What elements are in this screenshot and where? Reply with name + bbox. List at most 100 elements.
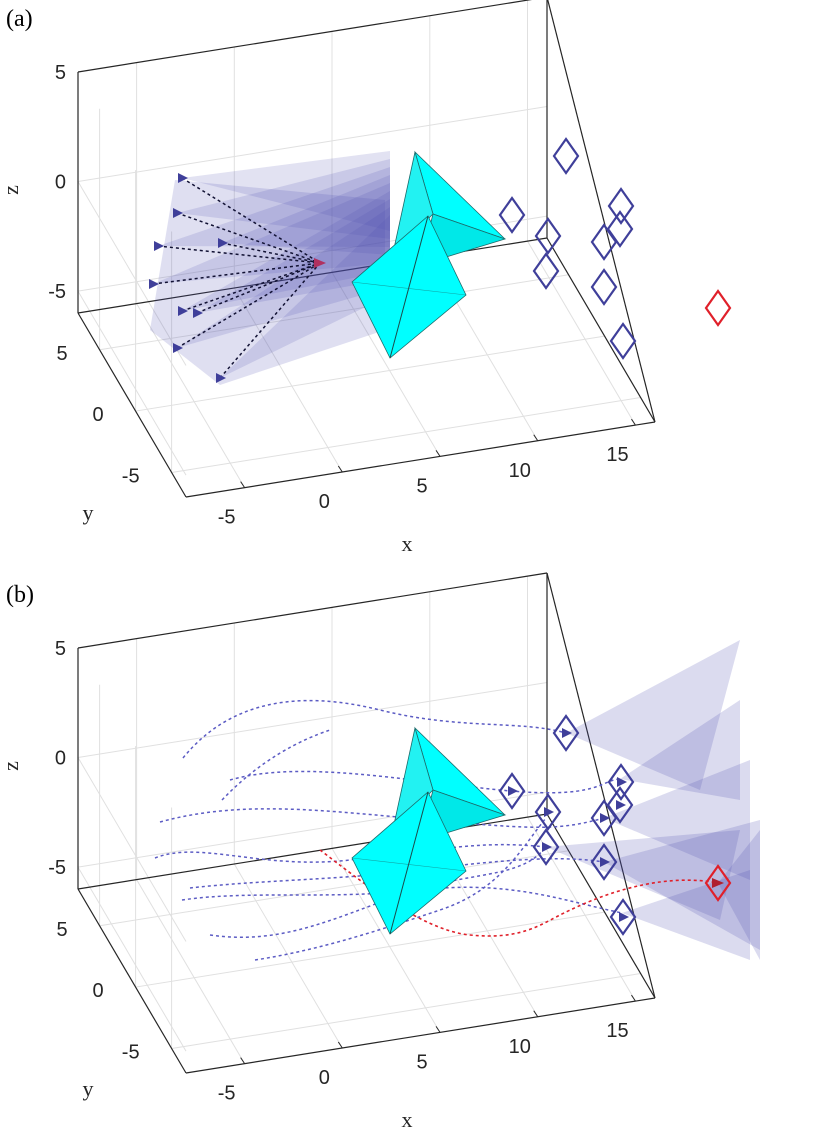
- pursuer-marker: [149, 279, 159, 289]
- visibility-cone: [182, 151, 390, 231]
- target-marker: [552, 714, 580, 752]
- axis-edge: [185, 421, 656, 498]
- z-axis-label: z: [0, 761, 23, 771]
- x-tick-label: 10: [509, 1036, 531, 1058]
- z-tick-label: 0: [55, 748, 66, 770]
- y-tick-label: 5: [56, 919, 67, 941]
- x-axis-label: x: [402, 531, 413, 556]
- pursuer-marker: [193, 308, 203, 318]
- pursuer-line: [152, 262, 321, 285]
- pursuer-marker: [173, 208, 183, 218]
- goal-marker: [704, 864, 732, 902]
- gridline: [233, 623, 343, 1049]
- obstacle-edge: [351, 857, 467, 872]
- x-tick-mark: [337, 1041, 343, 1049]
- target-marker: [607, 187, 635, 225]
- pursuer-marker: [218, 238, 228, 248]
- y-tick-label: -5: [122, 1041, 140, 1063]
- pursuer-marker: [600, 813, 610, 823]
- z-tick-label: 5: [55, 62, 66, 84]
- target-marker: [534, 217, 562, 255]
- z-axis-label: z: [0, 185, 23, 195]
- pursuer-path: [254, 817, 547, 961]
- pursuer-marker: [542, 842, 552, 852]
- axis-edge: [77, 888, 187, 1074]
- cone-region: [150, 180, 385, 385]
- pursuer-path: [221, 729, 331, 801]
- target-marker: [590, 268, 618, 306]
- pursuer-marker: [544, 807, 554, 817]
- pursuer-marker: [178, 173, 188, 183]
- x-tick-mark: [337, 465, 343, 473]
- goal-marker: [704, 289, 732, 327]
- pursuer-marker: [173, 343, 183, 353]
- obstacle-edge: [351, 281, 467, 296]
- pursuer-path: [154, 843, 547, 863]
- x-tick-mark: [533, 434, 539, 442]
- pursuer-line: [176, 262, 321, 349]
- visibility-cone: [604, 760, 750, 880]
- pursuer-marker: [600, 857, 610, 867]
- visibility-cone: [177, 207, 390, 348]
- x-tick-label: 0: [319, 491, 330, 513]
- visibility-cone: [718, 830, 760, 960]
- x-tick-mark: [631, 994, 636, 1002]
- y-tick-label: -5: [122, 465, 140, 487]
- x-tick-label: 10: [509, 460, 531, 482]
- visibility-cone: [153, 183, 390, 284]
- obstacle-edge: [389, 215, 429, 359]
- visibility-cone: [620, 700, 740, 800]
- target-marker: [609, 322, 637, 360]
- x-tick-label: 15: [606, 1020, 628, 1042]
- x-tick-mark: [240, 481, 246, 488]
- gridline: [136, 638, 246, 1064]
- target-marker: [606, 210, 634, 248]
- gridline: [99, 684, 569, 927]
- target-marker: [534, 793, 562, 831]
- axis-edge: [185, 997, 656, 1074]
- target-marker: [532, 828, 560, 866]
- pursuer-marker: [216, 373, 226, 383]
- y-axis-label: y: [83, 1076, 94, 1101]
- target-marker: [607, 763, 635, 801]
- evader-marker: [314, 258, 326, 268]
- target-marker: [498, 196, 526, 234]
- obstacle-edge: [389, 791, 429, 935]
- target-marker: [606, 786, 634, 824]
- axis-edge: [546, 237, 656, 423]
- z-tick-label: 0: [55, 172, 66, 194]
- pursuer-path: [159, 808, 605, 828]
- axis-edge: [77, 237, 548, 314]
- pursuer-path: [229, 770, 621, 794]
- x-tick-label: 5: [416, 1051, 427, 1073]
- x-tick-label: 0: [319, 1067, 330, 1089]
- pursuer-line: [176, 212, 321, 264]
- visibility-cone: [546, 830, 740, 920]
- panel-label: (a): [6, 6, 33, 32]
- target-marker: [590, 223, 618, 261]
- x-tick-label: 5: [416, 475, 427, 497]
- axis-edge: [77, 0, 533, 73]
- y-tick-label: 0: [92, 404, 103, 426]
- pursuer-marker: [617, 777, 627, 787]
- x-tick-label: 15: [606, 444, 628, 466]
- visibility-cone: [158, 167, 390, 247]
- visibility-cone: [220, 215, 390, 378]
- visibility-cone: [566, 640, 740, 790]
- pursuer-marker: [562, 728, 572, 738]
- x-tick-label: -5: [218, 507, 236, 529]
- z-tick-label: -5: [48, 857, 66, 879]
- gridline: [77, 791, 548, 1052]
- pursuer-marker: [178, 306, 188, 316]
- visibility-cone: [222, 175, 390, 255]
- axis-edge: [547, 0, 656, 423]
- visibility-cone: [604, 820, 760, 950]
- pursuer-path: [209, 846, 547, 938]
- y-tick-label: 5: [56, 343, 67, 365]
- target-marker: [590, 843, 618, 881]
- target-marker: [590, 799, 618, 837]
- pursuer-marker: [619, 912, 629, 922]
- y-tick-label: 0: [92, 980, 103, 1002]
